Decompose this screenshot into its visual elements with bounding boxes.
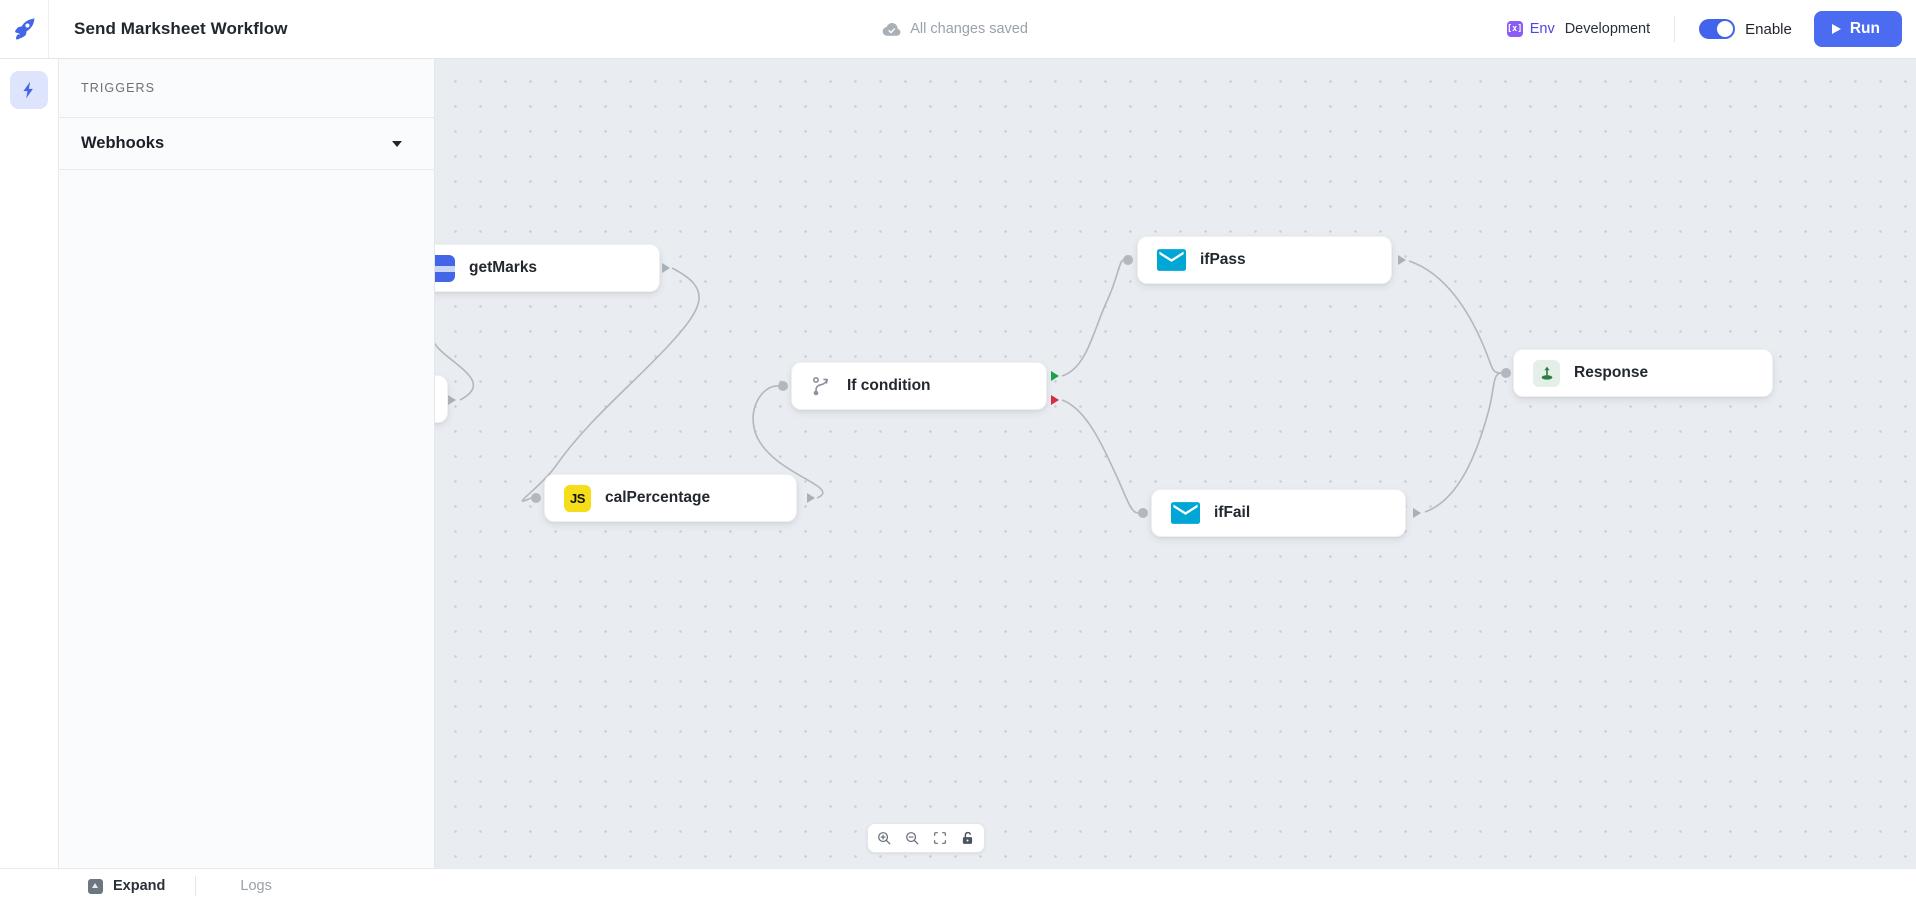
- lock-button[interactable]: [956, 827, 978, 849]
- port-in-response[interactable]: [1501, 368, 1511, 378]
- bottom-bar: Expand Logs: [0, 868, 1916, 903]
- edge-ifcondition-ifpass: [1061, 259, 1124, 377]
- port-out-calpercentage[interactable]: [807, 493, 815, 503]
- save-status: All changes saved: [882, 0, 1028, 58]
- env-label: Env: [1529, 21, 1555, 37]
- env-value: Development: [1564, 21, 1651, 37]
- toggle-switch-on[interactable]: [1699, 19, 1736, 39]
- sidebar-item-webhooks[interactable]: Webhooks: [59, 118, 434, 170]
- fit-view-button[interactable]: [929, 827, 951, 849]
- edge-iffail-response: [1424, 372, 1502, 513]
- footer-divider: [195, 876, 197, 896]
- triggers-panel: TRIGGERS Webhooks: [59, 59, 435, 868]
- topbar-divider: [1674, 16, 1676, 42]
- port-out-if-false[interactable]: [1051, 395, 1059, 405]
- lightning-bolt-icon: [23, 81, 33, 99]
- enable-toggle[interactable]: Enable: [1699, 19, 1792, 39]
- enable-label: Enable: [1745, 20, 1792, 38]
- webhooks-label: Webhooks: [81, 134, 165, 152]
- fit-view-icon: [933, 832, 946, 844]
- return-response-icon: [1533, 359, 1560, 387]
- port-out-webhook-trigger[interactable]: [448, 395, 456, 405]
- cloud-saved-icon: [882, 22, 901, 36]
- branch-icon: [812, 376, 829, 396]
- icon-rail: [0, 59, 59, 868]
- rocket-icon: [15, 17, 35, 40]
- port-in-ifpass[interactable]: [1123, 255, 1133, 265]
- node-label: Response: [1574, 364, 1649, 381]
- port-in-iffail[interactable]: [1138, 508, 1148, 518]
- port-in-if-condition[interactable]: [778, 381, 788, 391]
- topbar: Send Marksheet Workflow All changes save…: [0, 0, 1916, 59]
- workflow-title: Send Marksheet Workflow: [74, 19, 288, 38]
- database-icon: [435, 254, 455, 282]
- port-in-calpercentage[interactable]: [531, 493, 541, 503]
- play-icon: [1831, 24, 1841, 34]
- node-iffail[interactable]: ifFail: [1151, 489, 1406, 537]
- run-label: Run: [1849, 20, 1880, 37]
- node-ifpass[interactable]: ifPass: [1137, 236, 1392, 284]
- zoom-in-button[interactable]: [874, 827, 896, 849]
- expand-label: Expand: [113, 878, 166, 894]
- javascript-icon: JS: [564, 484, 591, 512]
- panel-section-title: TRIGGERS: [59, 59, 434, 118]
- edge-ifcondition-iffail: [1061, 399, 1139, 514]
- topbar-actions: [x] Env Development Enable Run: [1506, 11, 1916, 47]
- port-out-ifpass[interactable]: [1398, 255, 1406, 265]
- expand-button[interactable]: Expand: [88, 878, 165, 894]
- save-status-text: All changes saved: [910, 21, 1028, 37]
- node-webhook-trigger[interactable]: [435, 375, 448, 423]
- app-logo[interactable]: [0, 0, 49, 58]
- env-variables-icon: [x]: [1506, 21, 1523, 37]
- email-icon: [1171, 502, 1200, 524]
- node-calpercentage[interactable]: JS calPercentage: [544, 474, 797, 522]
- node-label: calPercentage: [605, 489, 711, 506]
- canvas-toolbar: [867, 823, 985, 853]
- edge-ifpass-response: [1408, 260, 1502, 374]
- zoom-out-icon: [905, 831, 919, 844]
- node-response[interactable]: Response: [1513, 349, 1773, 397]
- logs-button[interactable]: Logs: [240, 878, 272, 894]
- port-out-getmarks[interactable]: [662, 263, 670, 273]
- toggle-knob: [1717, 21, 1734, 37]
- edge-getmarks-calpercentage: [521, 267, 700, 502]
- node-label: If condition: [847, 377, 931, 394]
- port-out-if-true[interactable]: [1051, 371, 1059, 381]
- zoom-in-icon: [878, 831, 891, 844]
- node-label: ifPass: [1200, 251, 1246, 268]
- edge-layer: [435, 259, 1502, 514]
- chevron-down-icon: [392, 140, 402, 147]
- triggers-rail-button[interactable]: [10, 71, 48, 109]
- run-button[interactable]: Run: [1813, 11, 1902, 47]
- env-selector[interactable]: [x] Env Development: [1506, 21, 1651, 37]
- expand-icon: [88, 878, 103, 894]
- zoom-out-button[interactable]: [901, 827, 923, 849]
- workflow-canvas[interactable]: getMarks JS calPercentage If condition: [435, 59, 1916, 868]
- node-if-condition[interactable]: If condition: [791, 362, 1047, 410]
- lock-icon: [962, 831, 972, 844]
- node-label: ifFail: [1214, 504, 1251, 521]
- email-icon: [1157, 249, 1186, 271]
- node-label: getMarks: [469, 259, 538, 276]
- port-out-iffail[interactable]: [1413, 508, 1421, 518]
- node-getmarks[interactable]: getMarks: [435, 244, 660, 292]
